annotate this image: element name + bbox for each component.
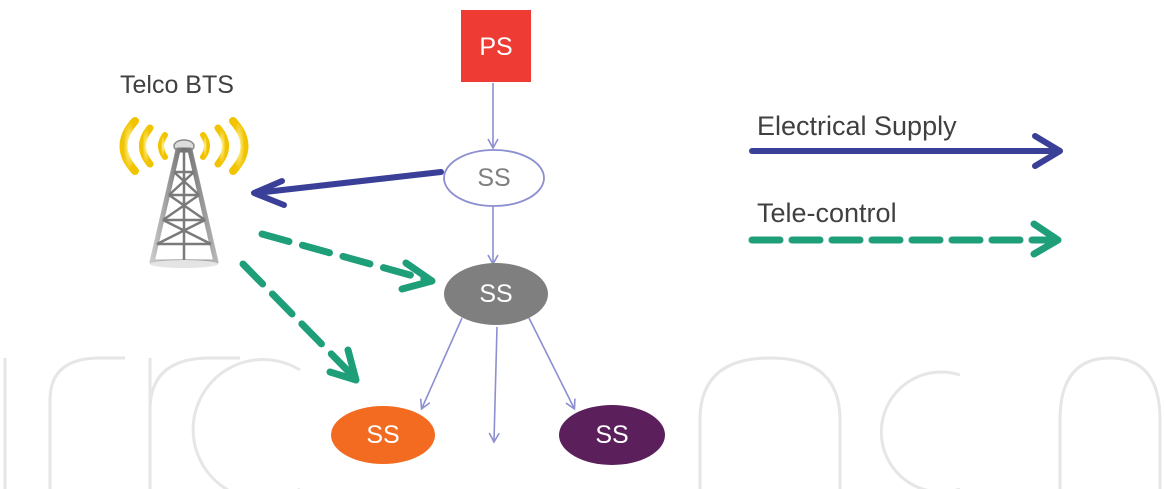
ss2-label: SS	[479, 280, 512, 308]
telecontrol-arrow-ss3	[239, 260, 360, 384]
ss-node-4: SS	[559, 405, 665, 465]
radio-tower-icon	[119, 117, 249, 268]
legend-electrical-arrow	[749, 133, 1063, 169]
edge-ss2-ss3	[419, 317, 463, 411]
supply-edges	[419, 83, 576, 444]
power-arrow-to-bts	[251, 169, 444, 208]
ss1-ellipse	[443, 149, 545, 207]
legend: Electrical Supply Tele-control	[748, 111, 1063, 258]
ss2-ellipse	[444, 263, 548, 325]
ss1-label: SS	[477, 164, 510, 192]
ss4-label: SS	[595, 421, 628, 449]
legend-telecontrol-arrow	[748, 220, 1062, 258]
telecontrol-arrow-ss2	[258, 230, 436, 293]
ss-node-3: SS	[331, 406, 435, 464]
ss3-ellipse	[331, 406, 435, 464]
ps-label: PS	[479, 33, 512, 61]
legend-telecontrol-label: Tele-control	[757, 198, 897, 228]
edge-ss2-ss4	[528, 317, 576, 411]
ss4-ellipse	[559, 405, 665, 465]
ss-node-1: SS	[443, 149, 545, 207]
bts-label: Telco BTS	[120, 71, 234, 99]
ps-box	[461, 10, 531, 82]
ss-node-2: SS	[444, 263, 548, 325]
watermark	[3, 356, 1162, 489]
edge-ss2-down	[488, 326, 500, 444]
ps-node: PS	[461, 10, 531, 82]
legend-electrical-label: Electrical Supply	[757, 111, 957, 141]
ss3-label: SS	[366, 421, 399, 449]
